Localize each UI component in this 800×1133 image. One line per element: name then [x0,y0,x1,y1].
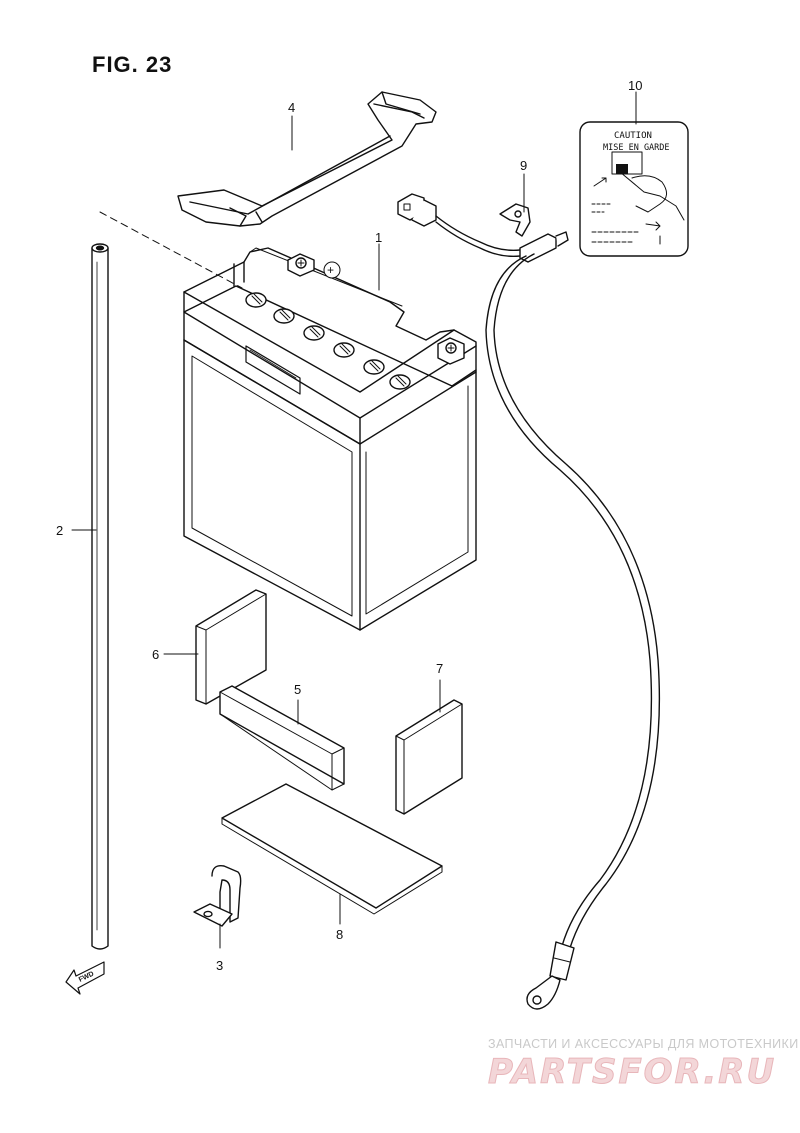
pad-5-part [219,685,345,791]
battery-band-part [177,91,437,227]
callout-3: 3 [216,958,223,973]
callout-10: 10 [628,78,642,93]
callout-1: 1 [375,230,382,245]
cell-caps [245,292,411,390]
callout-8: 8 [336,927,343,942]
pad-8-part [221,783,443,915]
caution-label-part [579,121,689,257]
callout-9: 9 [520,158,527,173]
caution-label-line2: MISE EN GARDE [603,143,670,153]
lead-wire-part [397,193,661,1010]
fwd-arrow-icon [65,961,105,995]
breather-hose-part [91,211,243,950]
callout-6: 6 [152,647,159,662]
clamp-part [193,865,242,927]
callout-2: 2 [56,523,63,538]
pad-7-part [395,699,463,815]
callout-4: 4 [288,100,295,115]
callout-7: 7 [436,661,443,676]
plus-mark: + [327,263,334,277]
terminal-negative [287,253,315,277]
pad-6-part [195,589,267,705]
plus-mark-circle [323,261,341,279]
figure-title: FIG. 23 [92,52,173,77]
watermark-caption: ЗАПЧАСТИ И АКСЕССУАРЫ ДЛЯ МОТОТЕХНИКИ [488,1037,799,1051]
terminal-positive [437,337,465,365]
caution-label-line1: CAUTION [614,131,652,141]
callout-numbers: 1 2 3 4 5 6 7 8 9 10 + CAUTION MISE EN G… [56,78,670,984]
watermark-brand-logo: PARTSFOR.RU [487,1052,777,1093]
leader-lines [71,91,637,949]
callout-5: 5 [294,682,301,697]
battery-part [183,247,477,631]
